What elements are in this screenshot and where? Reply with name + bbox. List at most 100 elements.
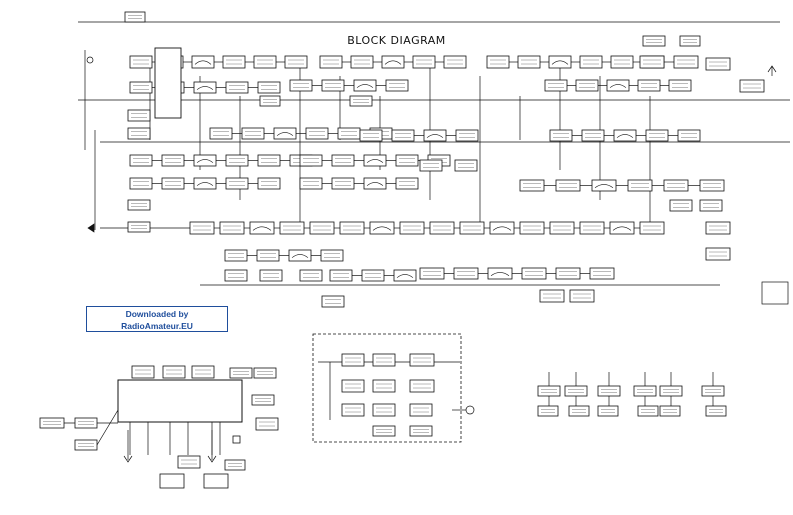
filter-block [353, 79, 377, 92]
circuit-block [127, 199, 151, 211]
filter-curve [196, 182, 214, 186]
filter-curve [356, 84, 374, 88]
circuit-block [289, 79, 313, 92]
circuit-block [677, 129, 701, 142]
circuit-block [299, 269, 323, 282]
circuit-block [544, 79, 568, 92]
diagram-title: BLOCK DIAGRAM [347, 34, 446, 47]
circuit-block [391, 129, 415, 142]
circuit-block [579, 221, 605, 235]
circuit-block [627, 179, 653, 192]
circuit-block [129, 81, 153, 94]
filter-curve [612, 226, 632, 231]
filter-block [381, 55, 405, 69]
circuit-block [705, 57, 731, 71]
circuit-block [673, 55, 699, 69]
filter-curve [490, 272, 510, 276]
filter-block [423, 129, 447, 142]
circuit-block [453, 267, 479, 280]
filter-block [191, 55, 215, 69]
circuit-block [257, 154, 281, 167]
circuit-block [331, 177, 355, 190]
circuit-block [486, 55, 510, 69]
filter-block [193, 81, 217, 94]
circuit-block [177, 455, 201, 469]
circuit-block [637, 79, 661, 92]
circuit-block [633, 385, 657, 397]
circuit-block [229, 367, 253, 379]
circuit-block [191, 365, 215, 379]
circuit-block [350, 55, 374, 69]
filter-curve [426, 134, 444, 138]
circuit-block [645, 129, 669, 142]
circuit-block [319, 55, 343, 69]
circuit-block [189, 221, 215, 235]
circuit-block [568, 405, 590, 417]
circuit-block [127, 127, 151, 140]
filter-curve [551, 60, 569, 65]
circuit-block [341, 379, 365, 393]
circuit-block [224, 269, 248, 282]
circuit-block [549, 221, 575, 235]
circuit-block [409, 353, 435, 367]
filter-curve [252, 226, 272, 231]
circuit-block [309, 221, 335, 235]
circuit-block [341, 353, 365, 367]
circuit-block [222, 55, 246, 69]
encoder-block [159, 473, 185, 489]
filter-block [489, 221, 515, 235]
circuit-block [385, 79, 409, 92]
circuit-block [224, 249, 248, 262]
watermark-banner: Downloaded by RadioAmateur.EU [86, 306, 228, 332]
circuit-block [539, 289, 565, 303]
circuit-block [127, 109, 151, 122]
circuit-block [372, 403, 396, 417]
circuit-block [679, 35, 701, 47]
filter-curve [196, 159, 214, 163]
circuit-block [637, 405, 659, 417]
circuit-block [669, 199, 693, 212]
circuit-block [251, 394, 275, 406]
filter-curve [384, 60, 402, 65]
circuit-block [305, 127, 329, 140]
filter-block [369, 221, 395, 235]
filter-curve [366, 159, 384, 163]
circuit-block [127, 221, 151, 233]
circuit-block [569, 289, 595, 303]
circuit-block [663, 179, 689, 192]
diagram-blocks [39, 11, 789, 489]
circuit-block [224, 459, 246, 471]
circuit-block [284, 55, 308, 69]
circuit-block [339, 221, 365, 235]
circuit-block [124, 11, 146, 23]
circuit-block [659, 385, 683, 397]
speaker-symbol [87, 223, 95, 233]
filter-block [193, 177, 217, 190]
circuit-block [639, 55, 665, 69]
circuit-block [454, 159, 478, 172]
circuit-block [161, 177, 185, 190]
circuit-block [459, 221, 485, 235]
circuit-block [701, 385, 725, 397]
filter-block [606, 79, 630, 92]
circuit-block [225, 177, 249, 190]
circuit-block [399, 221, 425, 235]
circuit-block [256, 249, 280, 262]
circuit-block [521, 267, 547, 280]
filter-curve [194, 60, 212, 65]
diagram-extras [86, 56, 777, 463]
filter-block [363, 177, 387, 190]
circuit-block [209, 127, 233, 140]
circuit-block [705, 405, 727, 417]
circuit-block [579, 55, 603, 69]
filter-block [193, 154, 217, 167]
circuit-block [419, 159, 443, 172]
circuit-block [409, 403, 433, 417]
circuit-block [739, 79, 765, 93]
circuit-block [253, 55, 277, 69]
filter-curve [276, 132, 294, 136]
circuit-block [443, 55, 467, 69]
circuit-block [162, 365, 186, 379]
circuit-block [564, 385, 588, 397]
circuit-block [372, 379, 396, 393]
